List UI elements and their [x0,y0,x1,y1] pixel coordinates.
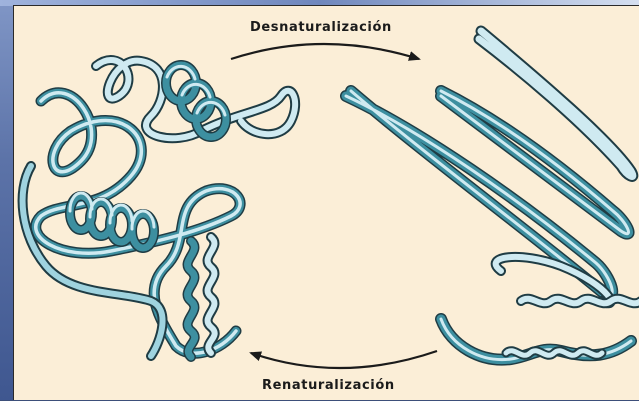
native-protein-ribbon [23,60,296,357]
background-edge-left [0,0,14,400]
denaturation-arrow [231,44,419,59]
diagram-panel: Desnaturalización Renaturalización [13,5,639,400]
diagram-art [14,6,639,401]
denatured-protein-ribbon [346,31,639,360]
denaturation-label: Desnaturalización [250,20,392,35]
renaturation-label: Renaturalización [262,378,395,393]
renaturation-arrow [251,351,437,368]
